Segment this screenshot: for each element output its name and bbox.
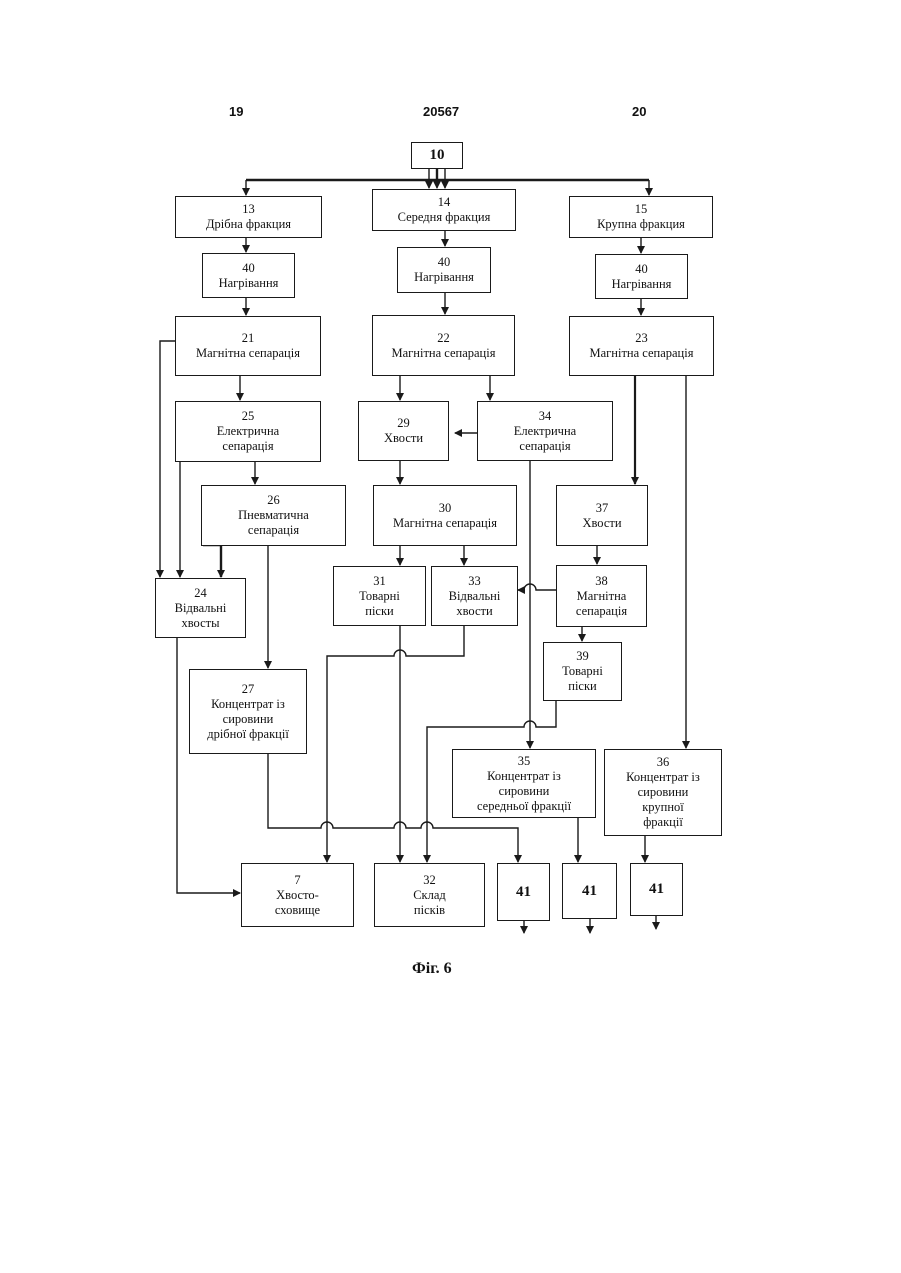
node-41-output-c: 41 [630,863,683,916]
node-15-label: 15 Крупна фракция [597,202,685,232]
node-24-label: 24 Відвальні хвосты [175,586,227,631]
figure-caption: Фіг. 6 [412,960,452,978]
node-22-label: 22 Магнітна сепарація [392,331,496,361]
node-41b-label: 41 [582,884,597,899]
node-38-magnetic-separation: 38 Магнітна сепарація [556,565,647,627]
node-40-heating-medium-label: 40 Нагрівання [414,255,474,285]
node-23-label: 23 Магнітна сепарація [590,331,694,361]
node-41-output-a: 41 [497,863,550,921]
node-27-label: 27 Концентрат із сировини дрібної фракці… [207,682,289,742]
node-40-heating-medium: 40 Нагрівання [397,247,491,293]
node-23-magnetic-separation: 23 Магнітна сепарація [569,316,714,376]
node-13-label: 13 Дрібна фракция [206,202,291,232]
node-30-label: 30 Магнітна сепарація [393,501,497,531]
node-31-label: 31 Товарні піски [359,574,400,619]
node-26-label: 26 Пневматична сепарація [238,493,309,538]
node-40-heating-coarse: 40 Нагрівання [595,254,688,299]
node-14-medium-fraction: 14 Середня фракция [372,189,516,231]
node-37-label: 37 Хвости [582,501,621,531]
node-29-label: 29 Хвости [384,416,423,446]
node-39-label: 39 Товарні піски [562,649,603,694]
node-14-label: 14 Середня фракция [398,195,491,225]
node-10: 10 [411,142,463,169]
node-22-magnetic-separation: 22 Магнітна сепарація [372,315,515,376]
node-33-label: 33 Відвальні хвости [449,574,501,619]
node-38-label: 38 Магнітна сепарація [576,574,627,619]
node-31-commercial-sands: 31 Товарні піски [333,566,426,626]
node-25-electric-separation: 25 Електрична сепарація [175,401,321,462]
node-40-heating-coarse-label: 40 Нагрівання [612,262,672,292]
node-21-magnetic-separation: 21 Магнітна сепарація [175,316,321,376]
node-15-coarse-fraction: 15 Крупна фракция [569,196,713,238]
node-37-tailings: 37 Хвости [556,485,648,546]
node-21-label: 21 Магнітна сепарація [196,331,300,361]
node-26-pneumatic-separation: 26 Пневматична сепарація [201,485,346,546]
node-34-label: 34 Електрична сепарація [514,409,576,454]
node-35-label: 35 Концентрат із сировини середньої фрак… [477,754,571,814]
node-25-label: 25 Електрична сепарація [217,409,279,454]
node-40-heating-fine: 40 Нагрівання [202,253,295,298]
node-41-output-b: 41 [562,863,617,919]
node-40-heating-fine-label: 40 Нагрівання [219,261,279,291]
node-34-electric-separation: 34 Електрична сепарація [477,401,613,461]
node-30-magnetic-separation: 30 Магнітна сепарація [373,485,517,546]
node-29-tailings: 29 Хвости [358,401,449,461]
node-7-tailings-storage: 7 Хвосто- сховище [241,863,354,927]
node-41a-label: 41 [516,885,531,900]
node-27-fine-concentrate: 27 Концентрат із сировини дрібної фракці… [189,669,307,754]
node-41c-label: 41 [649,882,664,897]
node-36-coarse-concentrate: 36 Концентрат із сировини крупної фракці… [604,749,722,836]
node-7-label: 7 Хвосто- сховище [275,873,320,918]
node-39-commercial-sands: 39 Товарні піски [543,642,622,701]
node-10-label: 10 [430,148,445,163]
node-24-dump-tailings: 24 Відвальні хвосты [155,578,246,638]
node-35-medium-concentrate: 35 Концентрат із сировини середньої фрак… [452,749,596,818]
node-32-sand-warehouse: 32 Склад пісків [374,863,485,927]
node-36-label: 36 Концентрат із сировини крупної фракці… [626,755,700,830]
node-33-dump-tailings: 33 Відвальні хвости [431,566,518,626]
node-32-label: 32 Склад пісків [413,873,446,918]
node-13-fine-fraction: 13 Дрібна фракция [175,196,322,238]
